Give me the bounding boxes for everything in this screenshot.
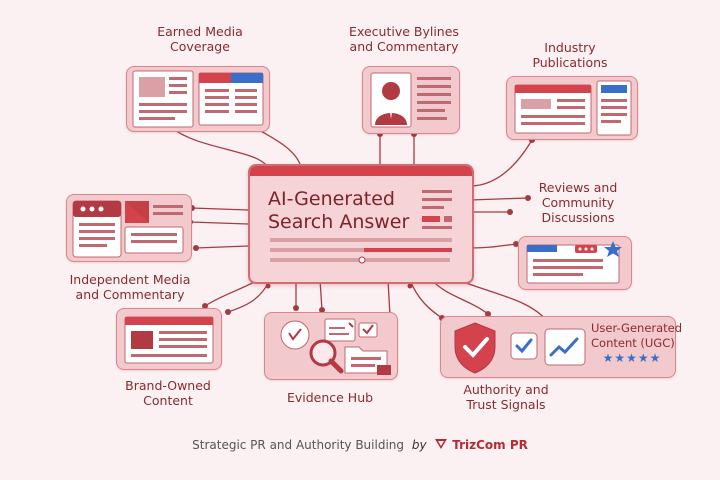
connector-indep-1	[191, 207, 249, 211]
executive-bylines-label: Executive Bylines and Commentary	[336, 24, 472, 54]
earned-media-label: Earned Media Coverage	[140, 24, 260, 54]
independent-media-card	[66, 194, 192, 262]
shield-check-icon	[454, 322, 496, 374]
reviews-card	[518, 236, 632, 290]
connector-indep-3	[195, 245, 249, 249]
ugc-label: User-Generated Content (UGC) ★★★★★	[591, 321, 683, 366]
reviews-line1: Reviews and	[538, 180, 618, 195]
hub-title-line2: Search Answer	[268, 211, 410, 233]
ugc-line1: User-Generated	[591, 321, 683, 335]
brand-owned-line1: Brand-Owned	[125, 378, 211, 393]
connector-earned	[171, 127, 269, 169]
executive-bylines-card	[362, 66, 460, 134]
industry-publications-line1: Industry	[544, 40, 596, 55]
footer-text: Strategic PR and Authority Building	[192, 438, 404, 452]
earned-media-line1: Earned Media	[157, 24, 243, 39]
reviews-line2: Community	[541, 195, 615, 210]
independent-media-line2: and Commentary	[75, 287, 185, 302]
trizcom-logo-icon	[435, 439, 448, 449]
earned-media-card	[126, 66, 270, 132]
executive-bylines-line2: and Commentary	[349, 39, 459, 54]
industry-publications-card	[506, 76, 638, 140]
chart-icon	[544, 328, 586, 366]
footer-by: by	[411, 438, 427, 452]
connector-reviews	[469, 197, 529, 201]
independent-media-line1: Independent Media	[69, 272, 191, 287]
connector-evidence-2	[319, 279, 323, 311]
document-icon	[514, 80, 632, 136]
connector-right-browser	[469, 243, 517, 249]
folder-icon	[344, 346, 391, 375]
rating-icon	[526, 241, 622, 284]
earned-media-line2: Coverage	[170, 39, 230, 54]
connector-ugc	[457, 279, 549, 323]
footer-brand: TrizCom PR	[452, 438, 528, 452]
connector-indep-2	[189, 221, 249, 225]
executive-bylines-line1: Executive Bylines	[349, 24, 459, 39]
brand-owned-line2: Content	[143, 393, 193, 408]
evidence-hub-card	[264, 312, 398, 380]
industry-publications-line2: Publications	[532, 55, 608, 70]
independent-media-label: Independent Media and Commentary	[60, 272, 200, 302]
reviews-line3: Discussions	[541, 210, 615, 225]
hub-title-line1: AI-Generated	[268, 188, 395, 210]
brand-owned-label: Brand-Owned Content	[118, 378, 218, 408]
hub-top-bar	[250, 166, 472, 176]
ai-answer-hub: AI-Generated Search Answer	[248, 164, 474, 284]
authority-line2: Trust Signals	[466, 397, 546, 412]
person-icon	[370, 72, 451, 128]
brand-owned-card	[116, 308, 222, 370]
newspaper-icon	[132, 70, 264, 128]
authority-ugc-card: User-Generated Content (UGC) ★★★★★	[440, 316, 683, 378]
authority-line1: Authority and	[463, 382, 549, 397]
evidence-hub-line1: Evidence Hub	[286, 390, 374, 405]
evidence-hub-label: Evidence Hub	[270, 390, 390, 405]
connector-authority-2	[431, 279, 489, 315]
browser-icon	[72, 200, 184, 258]
hub-title: AI-Generated Search Answer	[268, 188, 409, 234]
footer: Strategic PR and Authority Building by T…	[0, 438, 720, 452]
authority-label: Authority and Trust Signals	[446, 382, 566, 412]
connector-industry	[469, 139, 533, 187]
magnifier-icon	[280, 318, 378, 374]
check-box-icon	[510, 332, 538, 360]
industry-publications-label: Industry Publications	[520, 40, 620, 70]
answer-lines	[270, 190, 452, 264]
ugc-line2: Content (UGC)	[591, 336, 675, 350]
reviews-label: Reviews and Community Discussions	[530, 180, 626, 225]
ugc-stars: ★★★★★	[602, 351, 662, 365]
document-icon	[124, 316, 214, 364]
